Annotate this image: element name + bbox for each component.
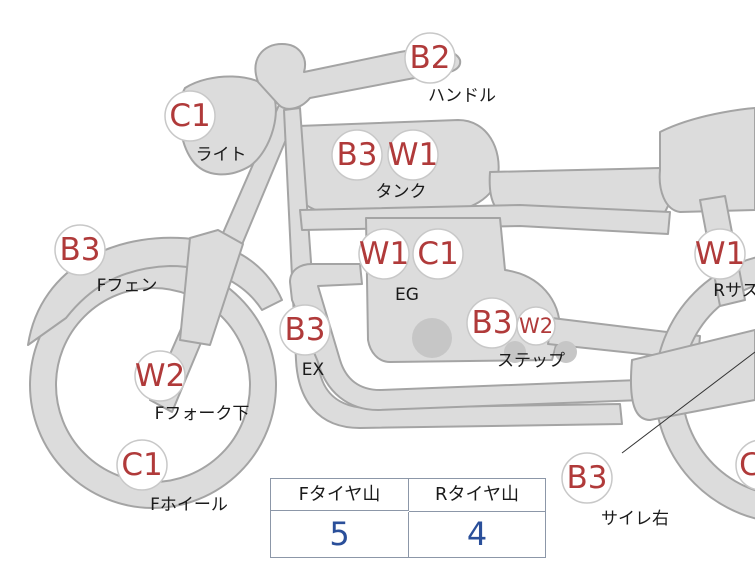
fork-sleeve — [179, 229, 244, 346]
tank-badge-w1 — [387, 129, 439, 181]
tire-tread-table: Fタイヤ山 Rタイヤ山 5 4 — [270, 478, 546, 558]
step-badge-w2-text: W2 — [519, 314, 553, 338]
front-wheel-group: C1 Fホイール — [116, 439, 228, 515]
rear-tire-header: Rタイヤ山 — [409, 479, 545, 512]
engine-group: W1 C1 EG — [358, 228, 464, 305]
muffler-right-label: サイレ右 — [601, 509, 669, 529]
front-wheel-label: Fホイール — [150, 495, 228, 515]
light-label: ライト — [196, 145, 247, 165]
engine-badge-w1 — [358, 228, 410, 280]
step-hub-left — [504, 341, 526, 363]
handle-badge-b2-text: B2 — [410, 40, 451, 76]
exhaust-badge-b3 — [279, 304, 331, 356]
rear-right-edge-group: C — [735, 439, 755, 491]
muffler-shape — [630, 329, 755, 421]
step-badge-w2 — [516, 306, 556, 346]
engine-badge-w1-text: W1 — [359, 236, 409, 272]
front-fender-group: B3 Fフェン — [54, 224, 158, 296]
light-badge-c1-text: C1 — [169, 98, 210, 134]
front-tire-value: 5 — [271, 512, 409, 557]
handle-badge-b2 — [404, 32, 456, 84]
rear-sus-label: Rサス — [713, 281, 755, 301]
step-group: B3 W2 ステップ — [466, 297, 565, 371]
rear-sus-badge-w1-text: W1 — [695, 236, 745, 272]
exhaust-group: B3 EX — [279, 304, 331, 380]
tank-badge-w1-text: W1 — [388, 137, 438, 173]
muffler-leader-line — [621, 351, 755, 454]
frame-down-tube — [283, 107, 623, 429]
front-fork-lower-badge-w2-text: W2 — [135, 358, 185, 394]
muffler-right-group: B3 サイレ右 — [561, 452, 669, 529]
front-wheel-badge-c1 — [116, 439, 168, 491]
rear-right-edge-badge — [735, 439, 755, 491]
muffler-right-badge-b3 — [561, 452, 613, 504]
engine-badge-c1-text: C1 — [417, 236, 458, 272]
engine-badge-c1 — [412, 228, 464, 280]
tank-badge-b3 — [331, 129, 383, 181]
rear-right-edge-badge-text: C — [739, 447, 755, 483]
tank-label: タンク — [376, 182, 427, 202]
front-fender-badge-b3-text: B3 — [60, 232, 101, 268]
rear-sus-badge-w1 — [694, 228, 746, 280]
rear-tire-value: 4 — [466, 515, 488, 553]
rear-cowl-shape — [658, 107, 755, 213]
front-fender-badge-b3 — [54, 224, 106, 276]
front-fork-lower-badge-w2 — [134, 350, 186, 402]
exhaust-label: EX — [302, 360, 325, 380]
step-label: ステップ — [497, 351, 565, 371]
exhaust-badge-b3-text: B3 — [285, 312, 326, 348]
muffler-right-badge-b3-text: B3 — [567, 460, 608, 496]
front-fork-lower-label: Fフォーク下 — [155, 404, 250, 424]
front-fork-lower-group: W2 Fフォーク下 — [134, 350, 250, 424]
tank-badge-b3-text: B3 — [337, 137, 378, 173]
front-tire-header: Fタイヤ山 — [271, 479, 409, 511]
tank-group: B3 W1 タンク — [331, 129, 439, 202]
step-badge-b3-text: B3 — [472, 305, 513, 341]
step-hub-right — [555, 341, 577, 363]
rear-sus-group: W1 Rサス — [694, 228, 755, 301]
handle-group: B2 ハンドル — [404, 32, 496, 106]
engine-label: EG — [395, 285, 419, 305]
front-fender-label: Fフェン — [97, 276, 158, 296]
light-group: C1 ライト — [164, 90, 247, 165]
front-wheel-badge-c1-text: C1 — [121, 447, 162, 483]
engine-hub-left — [412, 318, 452, 358]
handle-label: ハンドル — [428, 86, 496, 106]
light-badge-c1 — [164, 90, 216, 142]
exhaust-pipe-shape — [289, 263, 643, 411]
